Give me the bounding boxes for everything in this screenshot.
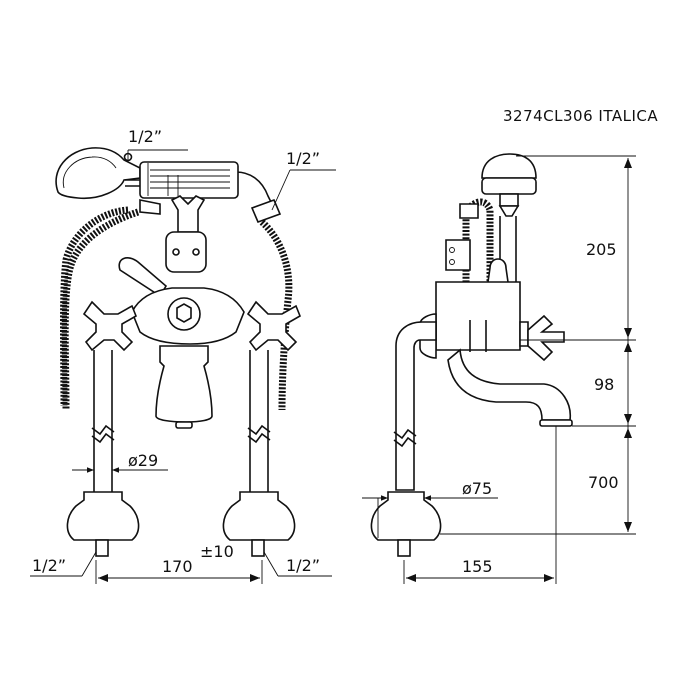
cross-handle-left-icon [82,300,138,352]
inlet-size-bottom-left: 1/2” [32,556,66,575]
base-diameter: ø75 [462,479,492,498]
model-title: 3274CL306 ITALICA [503,107,658,125]
hand-shower-icon [55,147,141,200]
hose-size-top-right: 1/2” [286,149,320,168]
cross-handle-right-icon [246,300,302,352]
reach-155: 155 [462,557,493,576]
inlet-size-top-left: 1/2” [128,127,162,146]
side-dimensions: 205 98 700 ø75 155 [362,155,636,584]
center-distance-tolerance: ±10 [200,542,234,561]
height-205: 205 [586,240,617,259]
side-view [370,153,573,557]
height-98: 98 [594,375,614,394]
inlet-size-bottom-right: 1/2” [286,556,320,575]
front-view [55,147,302,557]
front-dimensions: 1/2” 1/2” ø29 170 ±10 1/2” 1/2” [30,127,336,584]
pipe-diameter: ø29 [128,451,158,470]
height-700: 700 [588,473,619,492]
center-distance: 170 [162,557,193,576]
